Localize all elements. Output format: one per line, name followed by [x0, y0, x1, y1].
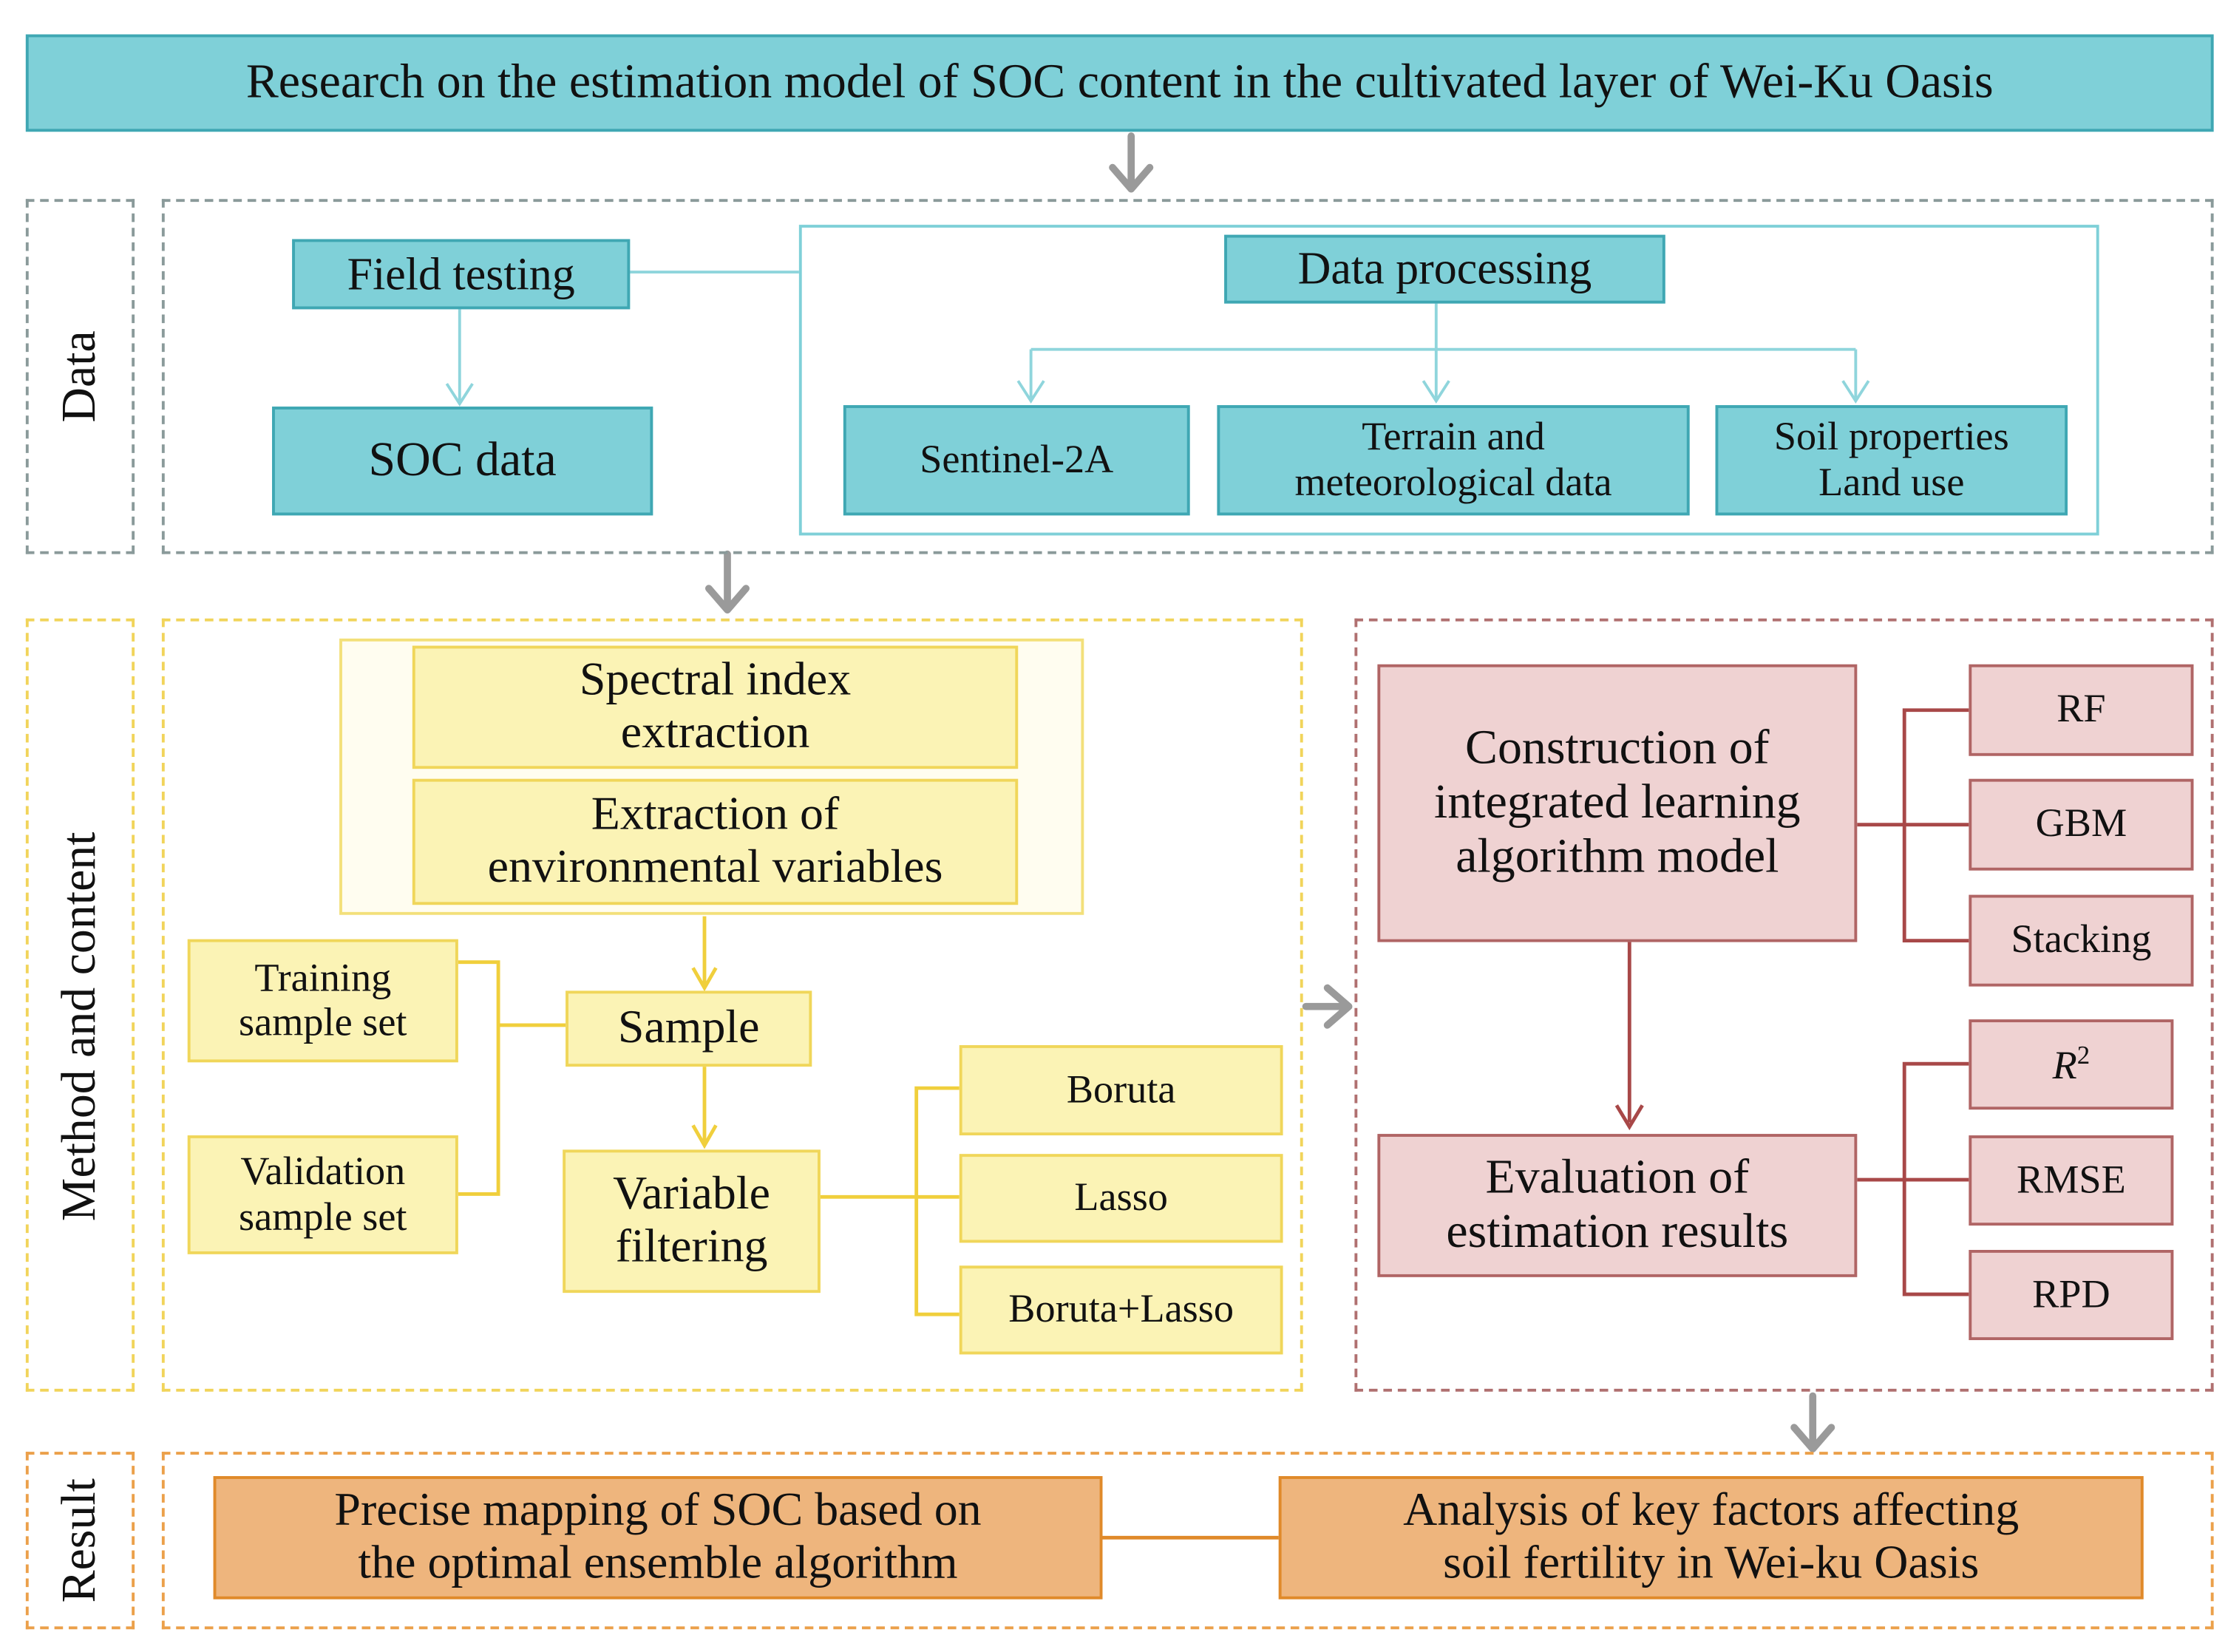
title-text: Research on the estimation model of SOC … [245, 55, 1994, 109]
env-variables-box: Extraction of environmental variables [412, 778, 1019, 905]
method-left-frame [161, 618, 1303, 1392]
mapping-label-line1: Precise mapping of SOC based on [334, 1484, 982, 1537]
spectral-label-line1: Spectral index [579, 654, 852, 707]
rf-box: RF [1969, 664, 2194, 756]
method-section-label: Method and content [52, 832, 106, 1222]
r2-label: R2 [2052, 1040, 2091, 1089]
evaluation-label-line2: estimation results [1446, 1205, 1789, 1259]
boruta-lasso-box: Boruta+Lasso [959, 1265, 1283, 1355]
data-processing-box: Data processing [1224, 234, 1665, 304]
construction-label-line3: algorithm model [1456, 830, 1779, 884]
red-connectors [1614, 708, 1969, 1296]
analysis-label-line2: soil fertility in Wei-ku Oasis [1443, 1537, 1980, 1590]
gbm-box: GBM [1969, 778, 2194, 871]
data-section-frame [161, 199, 2214, 554]
data-processing-frame [798, 225, 2099, 536]
analysis-label-line1: Analysis of key factors affecting [1403, 1484, 2020, 1537]
result-section-label: Result [52, 1478, 106, 1603]
boruta-label: Boruta [1066, 1067, 1176, 1112]
mapping-box: Precise mapping of SOC based on the opti… [213, 1476, 1103, 1600]
result-section-frame [161, 1452, 2214, 1630]
soc-data-label: SOC data [368, 433, 557, 487]
field-testing-label: Field testing [347, 247, 575, 299]
terrain-label-line1: Terrain and [1362, 415, 1545, 460]
method-right-frame [1354, 618, 2214, 1392]
variable-filtering-box: Variable filtering [563, 1149, 821, 1294]
sentinel-box: Sentinel-2A [843, 405, 1190, 516]
training-label-line1: Training [254, 956, 392, 1001]
lasso-label: Lasso [1074, 1175, 1168, 1220]
method-label-frame [25, 618, 135, 1392]
terrain-box: Terrain and meteorological data [1217, 405, 1690, 516]
data-section-label: Data [52, 330, 106, 423]
stacking-label: Stacking [2011, 918, 2152, 963]
boruta-lasso-label: Boruta+Lasso [1008, 1287, 1234, 1333]
evaluation-label-line1: Evaluation of [1485, 1151, 1750, 1204]
teal-connectors [445, 271, 1870, 407]
construction-box: Construction of integrated learning algo… [1377, 664, 1858, 942]
construction-label-line1: Construction of [1465, 721, 1770, 775]
terrain-label-line2: meteorological data [1294, 460, 1612, 505]
mapping-label-line2: the optimal ensemble algorithm [358, 1537, 958, 1590]
result-label-frame [25, 1452, 135, 1630]
arrow-title-to-data [1109, 132, 1154, 193]
sample-box: Sample [566, 990, 812, 1067]
spectral-index-box: Spectral index extraction [412, 645, 1019, 769]
soil-box: Soil properties Land use [1715, 405, 2068, 516]
lasso-box: Lasso [959, 1154, 1283, 1243]
arrow-data-to-method [704, 550, 750, 614]
analysis-box: Analysis of key factors affecting soil f… [1278, 1476, 2144, 1600]
arrow-left-to-right-method [1302, 984, 1353, 1029]
validation-set-box: Validation sample set [187, 1135, 458, 1254]
spectral-label-line2: extraction [620, 707, 810, 759]
construction-label-line2: integrated learning [1434, 775, 1801, 829]
title-box: Research on the estimation model of SOC … [25, 34, 2214, 132]
field-testing-box: Field testing [292, 239, 631, 310]
validation-label-line1: Validation [240, 1149, 406, 1194]
sample-label: Sample [617, 1002, 760, 1054]
rf-label: RF [2057, 687, 2106, 732]
rmse-box: RMSE [1969, 1135, 2174, 1226]
gbm-label: GBM [2035, 802, 2127, 847]
soil-label-line2: Land use [1818, 460, 1965, 505]
arrow-method-to-result [1790, 1392, 1835, 1453]
filter-label-line1: Variable [613, 1168, 771, 1220]
validation-label-line2: sample set [239, 1194, 407, 1240]
rpd-box: RPD [1969, 1250, 2174, 1341]
data-label-frame [25, 199, 135, 554]
sentinel-label: Sentinel-2A [920, 438, 1114, 483]
soil-label-line1: Soil properties [1773, 415, 2009, 460]
yellow-connectors [458, 916, 960, 1316]
env-label-line2: environmental variables [487, 841, 943, 894]
training-label-line2: sample set [239, 1000, 407, 1046]
training-set-box: Training sample set [187, 939, 458, 1063]
evaluation-box: Evaluation of estimation results [1377, 1134, 1858, 1277]
rpd-label: RPD [2032, 1272, 2110, 1317]
filter-label-line2: filtering [615, 1221, 768, 1273]
boruta-box: Boruta [959, 1045, 1283, 1136]
soc-data-box: SOC data [272, 407, 653, 516]
rmse-label: RMSE [2017, 1158, 2126, 1203]
stacking-box: Stacking [1969, 894, 2194, 987]
data-processing-label: Data processing [1297, 242, 1592, 294]
env-label-line1: Extraction of [591, 789, 840, 841]
r2-box: R2 [1969, 1019, 2174, 1110]
